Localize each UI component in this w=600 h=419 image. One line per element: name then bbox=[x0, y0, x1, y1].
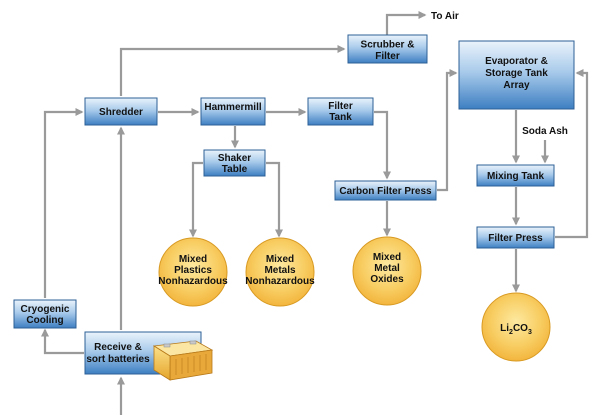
svg-text:Mixed: Mixed bbox=[266, 254, 294, 265]
shaker-line-1: Shaker bbox=[218, 153, 251, 164]
output-mixed-metals: Mixed Metals Nonhazardous bbox=[245, 237, 315, 307]
svg-text:Filter: Filter bbox=[328, 101, 353, 112]
arrow-shredder-to-scrubber bbox=[119, 45, 346, 96]
evaporator-line-1: Evaporator & bbox=[485, 56, 548, 67]
plastics-line-2: Plastics bbox=[174, 265, 212, 276]
svg-text:Carbon Filter Press: Carbon Filter Press bbox=[339, 186, 432, 197]
filter-tank-line-2: Tank bbox=[329, 112, 352, 123]
svg-text:Soda Ash: Soda Ash bbox=[522, 126, 568, 137]
svg-text:Mixed: Mixed bbox=[373, 252, 401, 263]
svg-text:Nonhazardous: Nonhazardous bbox=[158, 276, 228, 287]
receive-line-2: sort batteries bbox=[86, 354, 150, 365]
hammermill-label: Hammermill bbox=[204, 102, 261, 113]
svg-text:Storage Tank: Storage Tank bbox=[485, 68, 548, 79]
li-subscript: 2 bbox=[509, 329, 513, 336]
svg-text:Mixed: Mixed bbox=[179, 254, 207, 265]
filter-press-label: Filter Press bbox=[488, 233, 543, 244]
svg-text:To Air: To Air bbox=[431, 11, 459, 22]
arrow-receive-to-cryogenic bbox=[41, 328, 84, 355]
svg-text:Metal: Metal bbox=[374, 263, 400, 274]
scrubber-line-2: Filter bbox=[375, 51, 400, 62]
svg-text:Hammermill: Hammermill bbox=[204, 102, 261, 113]
svg-text:Nonhazardous: Nonhazardous bbox=[245, 276, 315, 287]
output-mixed-plastics: Mixed Plastics Nonhazardous bbox=[158, 237, 228, 307]
metals-line-1: Mixed bbox=[266, 254, 294, 265]
cryogenic-line-2: Cooling bbox=[26, 315, 63, 326]
node-hammermill: Hammermill bbox=[200, 97, 266, 126]
receive-line-1: Receive & bbox=[94, 342, 142, 353]
arrow-shaker-to-plastics bbox=[189, 161, 203, 238]
svg-text:Table: Table bbox=[222, 164, 248, 175]
svg-text:Receive &: Receive & bbox=[94, 342, 142, 353]
co-symbol: CO bbox=[513, 323, 528, 334]
node-evaporator-array: Evaporator & Storage Tank Array bbox=[458, 40, 575, 110]
arrow-filter-press-to-evaporator bbox=[555, 69, 589, 239]
node-mixing-tank: Mixing Tank bbox=[476, 164, 555, 187]
svg-text:Plastics: Plastics bbox=[174, 265, 212, 276]
plastics-line-3: Nonhazardous bbox=[158, 276, 228, 287]
mixing-tank-label: Mixing Tank bbox=[487, 171, 544, 182]
output-lithium-carbonate: Li2CO3 bbox=[481, 292, 551, 362]
co-subscript: 3 bbox=[528, 329, 532, 336]
evaporator-line-2: Storage Tank bbox=[485, 68, 548, 79]
battery-icon bbox=[152, 340, 214, 381]
li-symbol: Li bbox=[500, 323, 509, 334]
svg-text:Cooling: Cooling bbox=[26, 315, 63, 326]
arrow-filter-tank-to-carbon-press bbox=[374, 110, 391, 180]
filter-tank-line-1: Filter bbox=[328, 101, 353, 112]
arrow-carbon-press-to-evaporator bbox=[437, 69, 458, 192]
svg-text:Shaker: Shaker bbox=[218, 153, 251, 164]
node-filter-press: Filter Press bbox=[476, 226, 555, 249]
node-filter-tank: Filter Tank bbox=[307, 97, 374, 126]
oxides-line-1: Mixed bbox=[373, 252, 401, 263]
node-cryogenic-cooling: Cryogenic Cooling bbox=[13, 299, 77, 329]
node-shaker-table: Shaker Table bbox=[203, 149, 266, 177]
shaker-line-2: Table bbox=[222, 164, 248, 175]
svg-text:sort batteries: sort batteries bbox=[86, 354, 150, 365]
shredder-label: Shredder bbox=[99, 107, 143, 118]
node-scrubber-filter: Scrubber & Filter bbox=[347, 34, 428, 64]
metals-line-2: Metals bbox=[264, 265, 296, 276]
arrow-scrubber-to-air bbox=[385, 11, 427, 35]
oxides-line-3: Oxides bbox=[370, 274, 404, 285]
evaporator-line-3: Array bbox=[503, 80, 530, 91]
carbon-filter-press-label: Carbon Filter Press bbox=[339, 186, 432, 197]
svg-text:Li2CO3: Li2CO3 bbox=[500, 323, 532, 336]
plastics-line-1: Mixed bbox=[179, 254, 207, 265]
to-air-label: To Air bbox=[431, 11, 459, 22]
scrubber-line-1: Scrubber & bbox=[361, 40, 415, 51]
arrow-shaker-to-metals bbox=[266, 161, 283, 238]
svg-text:Metals: Metals bbox=[264, 265, 296, 276]
svg-text:Evaporator &: Evaporator & bbox=[485, 56, 548, 67]
svg-text:Cryogenic: Cryogenic bbox=[21, 304, 70, 315]
cryogenic-line-1: Cryogenic bbox=[21, 304, 70, 315]
soda-ash-label: Soda Ash bbox=[522, 126, 568, 137]
node-carbon-filter-press: Carbon Filter Press bbox=[334, 180, 437, 201]
svg-text:Tank: Tank bbox=[329, 112, 352, 123]
svg-text:Array: Array bbox=[503, 80, 530, 91]
flow-arrows bbox=[41, 11, 589, 415]
arrow-cryogenic-to-shredder bbox=[43, 108, 84, 298]
svg-text:Oxides: Oxides bbox=[370, 274, 404, 285]
svg-text:Scrubber &: Scrubber & bbox=[361, 40, 415, 51]
svg-text:Filter: Filter bbox=[375, 51, 400, 62]
node-shredder: Shredder bbox=[84, 97, 158, 126]
metals-line-3: Nonhazardous bbox=[245, 276, 315, 287]
svg-text:Filter Press: Filter Press bbox=[488, 233, 543, 244]
oxides-line-2: Metal bbox=[374, 263, 400, 274]
output-mixed-metal-oxides: Mixed Metal Oxides bbox=[352, 236, 422, 306]
svg-text:Mixing Tank: Mixing Tank bbox=[487, 171, 544, 182]
svg-text:Shredder: Shredder bbox=[99, 107, 143, 118]
